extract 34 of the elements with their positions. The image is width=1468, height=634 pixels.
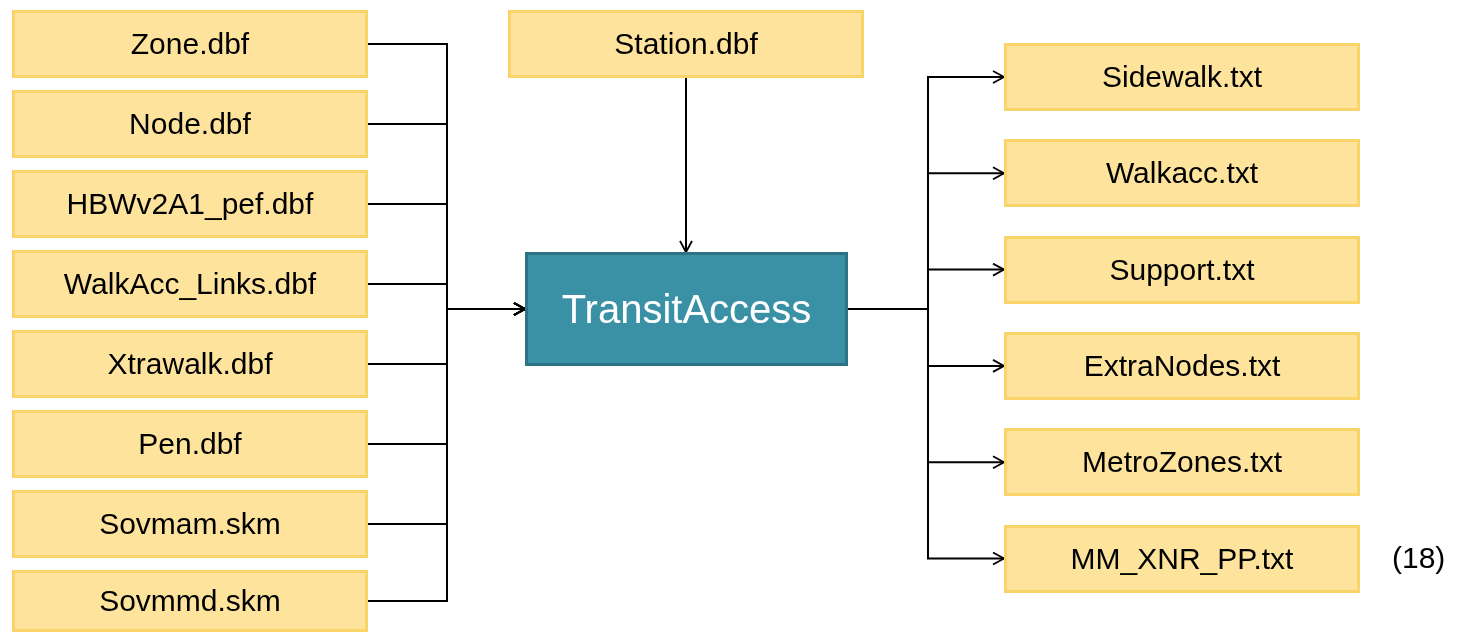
box-label: Support.txt (1109, 252, 1255, 287)
file-box (1004, 524, 1360, 593)
box-label: Sovmmd.skm (99, 584, 281, 618)
file-box (12, 330, 368, 398)
box-label: ExtraNodes.txt (1083, 348, 1281, 383)
file-box (12, 170, 368, 238)
box-label: Pen.dbf (138, 427, 242, 461)
box-label: Zone.dbf (130, 27, 250, 61)
box-label: HBWv2A1_pef.dbf (66, 187, 314, 221)
file-box (12, 570, 368, 632)
box-label: Xtrawalk.dbf (107, 347, 273, 381)
process-box (525, 252, 848, 366)
box-label: Station.dbf (614, 27, 758, 61)
file-box (12, 410, 368, 478)
equation-number: (18) (1392, 540, 1446, 575)
arrow (679, 77, 693, 253)
box-label: Node.dbf (129, 107, 251, 141)
file-box (1004, 139, 1360, 208)
box-label: Sidewalk.txt (1101, 60, 1263, 94)
box-label: TransitAccess (561, 286, 812, 332)
box-label: Sovmam.skm (99, 507, 281, 541)
file-box (1004, 235, 1360, 304)
file-box (1004, 43, 1360, 111)
box-label: Walkacc.txt (1105, 156, 1259, 191)
file-box (12, 250, 368, 318)
file-box (508, 10, 864, 78)
file-box (1004, 428, 1360, 497)
box-label: MetroZones.txt (1081, 445, 1283, 480)
box-label: WalkAcc_Links.dbf (63, 267, 317, 301)
file-box (1004, 331, 1360, 400)
file-box (12, 490, 368, 558)
box-label: MM_XNR_PP.txt (1070, 541, 1294, 576)
file-box (12, 90, 368, 158)
file-box (12, 10, 368, 78)
